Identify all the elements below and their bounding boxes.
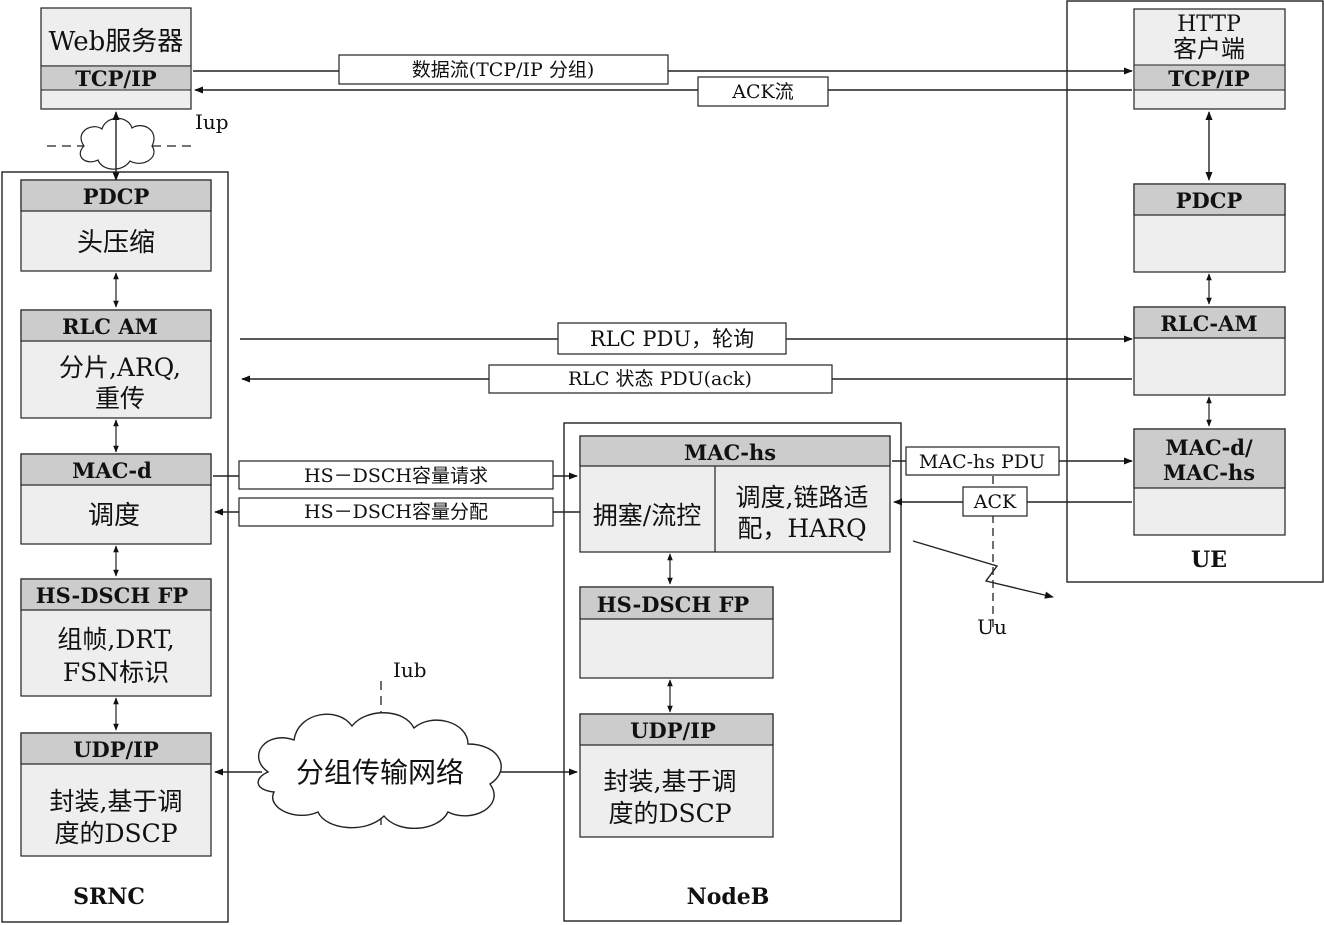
srnc-pdcp-block: PDCP 头压缩: [20, 179, 212, 272]
nodeb-label: NodeB: [687, 884, 770, 910]
ue-container: UE: [1066, 0, 1324, 583]
srnc-udp-header: UDP/IP: [73, 737, 159, 762]
http-client-protocol: TCP/IP: [1168, 66, 1250, 91]
web-server-block: Web服务器 TCP/IP: [40, 7, 192, 110]
srnc-fp-body-line2: FSN标识: [63, 658, 169, 687]
nodeb-machs-block: MAC-hs 拥塞/流控 调度,链路适 配，HARQ: [579, 435, 891, 553]
ack-label: ACK: [973, 491, 1017, 513]
hs-alloc-label: HS－DSCH容量分配: [304, 501, 488, 523]
srnc-rlc-header: RLC AM: [62, 314, 158, 339]
srnc-rlc-body-line1: 分片,ARQ,: [59, 353, 181, 382]
srnc-fp-block: HS-DSCH FP 组帧,DRT, FSN标识: [20, 578, 212, 697]
web-server-title: Web服务器: [49, 27, 184, 57]
srnc-macd-header: MAC-d: [72, 458, 152, 483]
rlc-pdu-arrow: RLC PDU，轮询: [240, 322, 1133, 355]
ue-mac-header-line2: MAC-hs: [1163, 460, 1255, 485]
nodeb-machs-right-line1: 调度,链路适: [736, 483, 869, 512]
ue-pdcp-block: PDCP: [1133, 183, 1286, 273]
ue-rlc-block: RLC-AM: [1133, 306, 1286, 396]
ack-arrow: ACK: [893, 476, 1132, 632]
data-flow-label: 数据流(TCP/IP 分组): [412, 59, 595, 81]
hs-alloc-arrow: HS－DSCH容量分配: [214, 497, 580, 527]
srnc-macd-block: MAC-d 调度: [20, 453, 212, 545]
http-client-title-line1: HTTP: [1177, 12, 1241, 37]
nodeb-udp-body-line1: 封装,基于调: [604, 767, 737, 796]
iup-label: Iup: [195, 110, 229, 134]
srnc-fp-body-line1: 组帧,DRT,: [57, 625, 174, 654]
hs-request-arrow: HS－DSCH容量请求: [213, 460, 578, 490]
hs-request-label: HS－DSCH容量请求: [304, 465, 488, 487]
ue-mac-header-line1: MAC-d/: [1165, 435, 1253, 460]
uu-radio-link: Uu: [912, 540, 1054, 639]
iup-cloud: Iup: [47, 110, 229, 181]
ue-label: UE: [1191, 547, 1227, 573]
nodeb-fp-block: HS-DSCH FP: [579, 586, 774, 679]
srnc-fp-header: HS-DSCH FP: [36, 583, 189, 608]
ue-rlc-header: RLC-AM: [1160, 311, 1257, 336]
data-flow-arrow: 数据流(TCP/IP 分组): [193, 54, 1133, 85]
ue-mac-block: MAC-d/ MAC-hs: [1133, 428, 1286, 536]
mac-hs-pdu-arrow: MAC-hs PDU: [892, 446, 1133, 476]
nodeb-udp-block: UDP/IP 封装,基于调 度的DSCP: [579, 713, 774, 838]
srnc-udp-block: UDP/IP 封装,基于调 度的DSCP: [20, 732, 212, 857]
ue-pdcp-header: PDCP: [1176, 188, 1243, 213]
srnc-rlc-body-line2: 重传: [95, 384, 145, 413]
nodeb-udp-header: UDP/IP: [630, 718, 716, 743]
http-client-title-line2: 客户端: [1173, 35, 1245, 63]
nodeb-container: NodeB: [563, 422, 902, 922]
srnc-pdcp-body: 头压缩: [77, 228, 155, 258]
rlc-status-arrow: RLC 状态 PDU(ack): [241, 364, 1132, 394]
packet-network-label: 分组传输网络: [296, 756, 464, 789]
uu-label: Uu: [977, 615, 1007, 639]
srnc-container: SRNC: [1, 171, 229, 923]
srnc-macd-body: 调度: [88, 501, 140, 531]
nodeb-machs-left: 拥塞/流控: [593, 501, 701, 530]
srnc-rlc-block: RLC AM 分片,ARQ, 重传: [20, 309, 212, 419]
rlc-status-label: RLC 状态 PDU(ack): [568, 368, 752, 390]
web-server-protocol: TCP/IP: [75, 66, 157, 91]
iub-label: Iub: [393, 658, 427, 682]
srnc-udp-body-line1: 封装,基于调: [50, 787, 183, 816]
rlc-pdu-label: RLC PDU，轮询: [590, 327, 754, 351]
ack-flow-label: ACK流: [731, 81, 793, 103]
ack-flow-arrow: ACK流: [194, 76, 1132, 107]
nodeb-machs-header: MAC-hs: [684, 440, 776, 465]
srnc-pdcp-header: PDCP: [83, 184, 150, 209]
srnc-label: SRNC: [73, 884, 145, 910]
mac-hs-pdu-label: MAC-hs PDU: [919, 451, 1045, 473]
nodeb-udp-body-line2: 度的DSCP: [608, 799, 731, 828]
packet-network: Iub 分组传输网络: [214, 658, 578, 829]
srnc-udp-body-line2: 度的DSCP: [54, 819, 177, 848]
http-client-block: HTTP 客户端 TCP/IP: [1133, 8, 1286, 110]
nodeb-fp-header: HS-DSCH FP: [597, 592, 750, 617]
nodeb-machs-right-line2: 配，HARQ: [737, 514, 866, 543]
